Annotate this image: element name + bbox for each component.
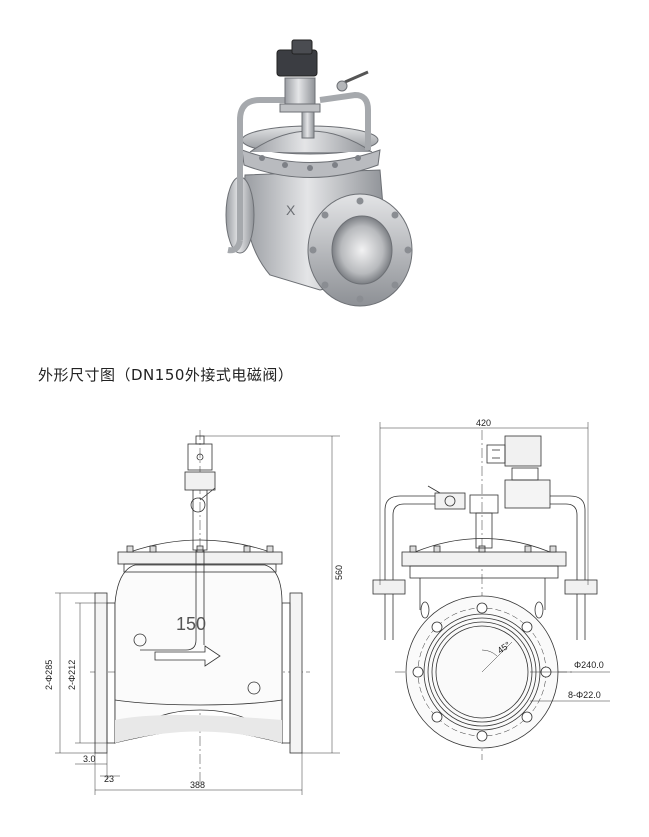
dim-height: 560 [334, 565, 344, 580]
dim-raised-face: 2-Φ212 [67, 660, 77, 690]
dim-width-front: 388 [190, 780, 205, 790]
dim-flange-od: 2-Φ285 [44, 660, 54, 690]
photo-body-marking: X [286, 202, 296, 218]
side-view [372, 430, 598, 760]
dim-bolt-circle: Φ240.0 [574, 660, 604, 670]
body-casting-marking: 150 [176, 614, 206, 634]
dim-flange-thickness: 23 [104, 774, 114, 784]
front-view [90, 430, 310, 785]
dim-rf-thickness: 3.0 [83, 754, 96, 764]
valve-product-photo: X [225, 39, 413, 307]
dimension-drawing: 560 2-Φ285 2-Φ212 388 3.0 23 420 Φ240.0 … [44, 418, 610, 795]
front-dimensions [55, 435, 340, 795]
dim-width-side: 420 [476, 418, 491, 428]
side-dimensions [379, 422, 610, 702]
dim-bolt-holes: 8-Φ22.0 [568, 690, 601, 700]
drawing-caption: 外形尺寸图（DN150外接式电磁阀） [38, 366, 294, 384]
